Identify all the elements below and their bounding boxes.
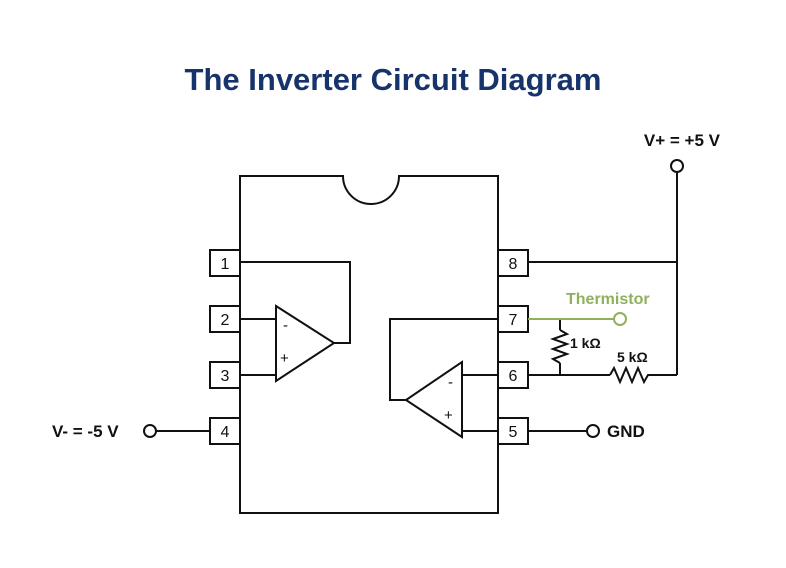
resistor-1k-label: 1 kΩ — [570, 335, 601, 351]
resistor-5k — [609, 365, 652, 385]
pin-number-4: 4 — [221, 424, 230, 441]
wire-pin1-feedback — [240, 261, 351, 344]
opamp-b-inverting-sign: - — [448, 374, 453, 391]
page-title: The Inverter Circuit Diagram — [184, 62, 602, 97]
opamp-a-noninverting-sign: + — [280, 350, 289, 367]
vminus-label: V- = -5 V — [52, 422, 119, 441]
opamp-a-triangle — [275, 304, 336, 383]
gnd-label: GND — [607, 422, 645, 441]
wire-pin7-output-loop — [389, 318, 498, 401]
opamp-b-noninverting-sign: + — [444, 407, 453, 424]
pin-number-2: 2 — [221, 312, 230, 329]
thermistor-label: Thermistor — [566, 291, 650, 308]
opamp-a-inverting-sign: - — [283, 317, 288, 334]
pin-number-6: 6 — [509, 368, 518, 385]
pin-number-7: 7 — [509, 312, 518, 329]
resistor-1k — [550, 329, 570, 364]
pin-number-8: 8 — [509, 256, 518, 273]
pin-number-1: 1 — [221, 256, 230, 273]
vminus-terminal — [143, 424, 157, 438]
vplus-label: V+ = +5 V — [644, 131, 721, 150]
thermistor-terminal — [613, 312, 627, 326]
opamp-b-triangle — [404, 360, 463, 439]
pin-number-5: 5 — [509, 424, 518, 441]
vplus-terminal — [670, 159, 684, 173]
ic-package-body — [239, 175, 499, 514]
resistor-5k-label: 5 kΩ — [617, 349, 648, 365]
pin-number-3: 3 — [221, 368, 230, 385]
gnd-terminal — [586, 424, 600, 438]
